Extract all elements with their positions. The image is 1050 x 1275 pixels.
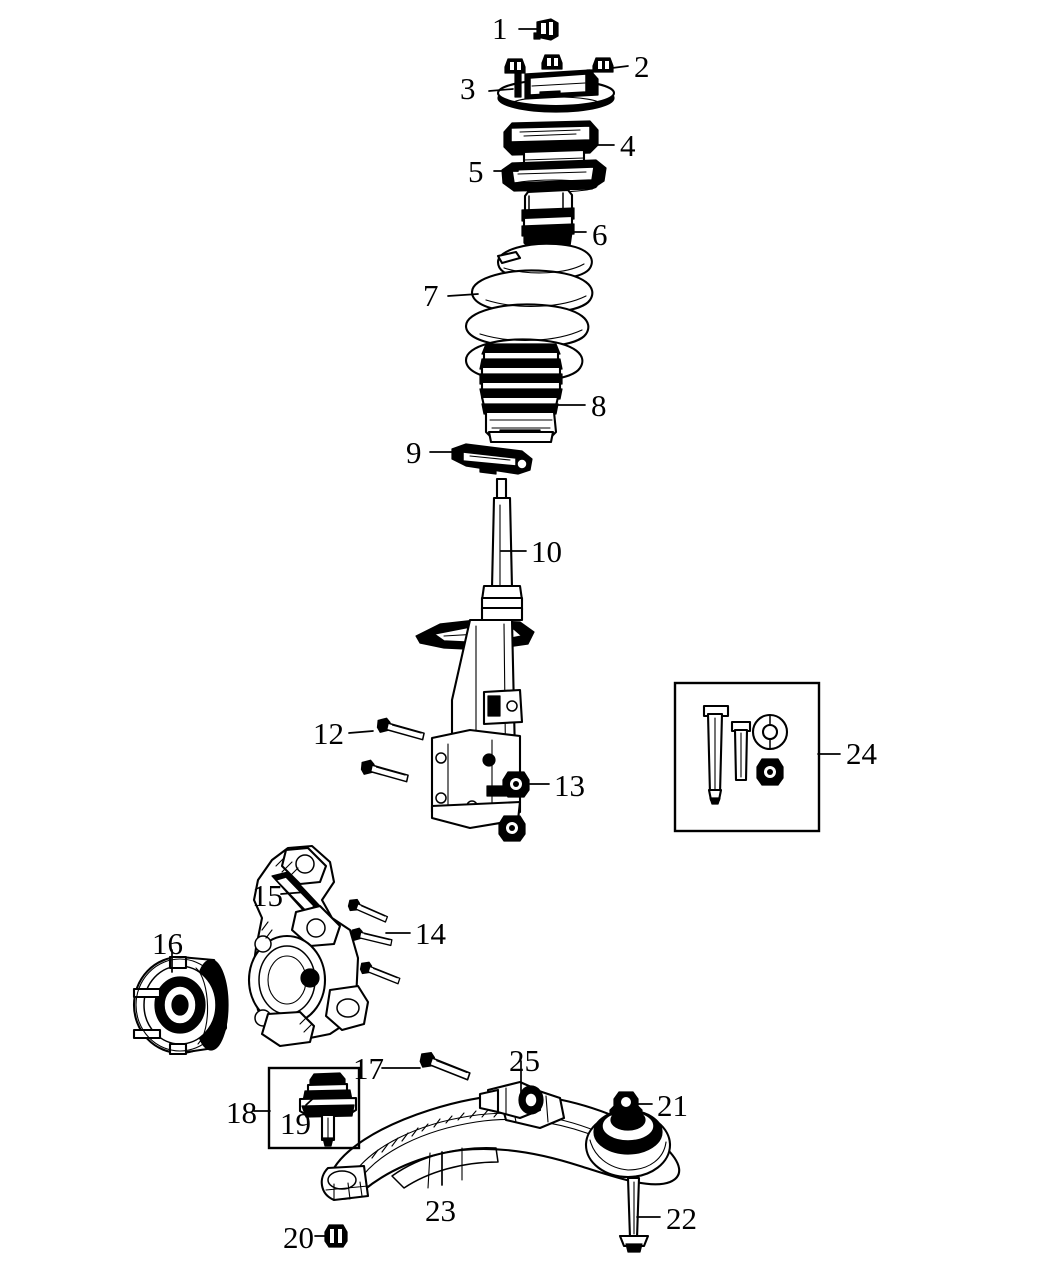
callout-4: 4 <box>620 128 636 163</box>
leader-line-7 <box>447 293 479 297</box>
hardware-kit-box-outline <box>673 681 821 833</box>
part-strut-knuckle-nuts <box>498 771 530 842</box>
callout-10: 10 <box>531 534 562 569</box>
callout-23: 23 <box>425 1193 456 1228</box>
part-coil-spring <box>464 242 594 383</box>
callout-1: 1 <box>492 11 508 46</box>
part-dust-shield-bellows <box>479 343 563 444</box>
part-ball-joint-nut <box>324 1224 348 1248</box>
callout-8: 8 <box>591 388 607 423</box>
part-strut-bracket <box>451 443 533 475</box>
part-upper-spring-isolator <box>501 159 607 193</box>
part-bushing-nut <box>609 1091 643 1116</box>
callout-13: 13 <box>554 768 585 803</box>
part-strut-mount <box>496 69 616 113</box>
callout-22: 22 <box>666 1201 697 1236</box>
callout-18: 18 <box>226 1095 257 1130</box>
callout-5: 5 <box>468 154 484 189</box>
part-strut-assembly <box>415 477 535 830</box>
callout-3: 3 <box>460 71 476 106</box>
part-strut-mount-nuts <box>504 54 614 74</box>
callout-17: 17 <box>353 1051 384 1086</box>
part-steering-knuckle <box>247 844 370 1048</box>
callout-2: 2 <box>634 49 650 84</box>
part-front-bushing <box>478 1080 544 1120</box>
callout-15: 15 <box>252 878 283 913</box>
callout-12: 12 <box>313 716 344 751</box>
part-hub-bearing <box>132 955 229 1056</box>
callout-21: 21 <box>657 1088 688 1123</box>
part-ball-joint <box>298 1072 358 1147</box>
callout-19: 19 <box>280 1106 311 1141</box>
ball-joint-kit-box-outline <box>267 1066 361 1150</box>
callout-14: 14 <box>415 916 446 951</box>
callout-6: 6 <box>592 217 608 252</box>
leader-line-2 <box>611 65 629 69</box>
part-bushing-bolt <box>618 1176 650 1253</box>
leader-line-12 <box>348 730 374 734</box>
callout-7: 7 <box>423 278 439 313</box>
callout-24: 24 <box>846 736 877 771</box>
callout-16: 16 <box>152 926 183 961</box>
part-strut-rod-nut <box>533 18 559 41</box>
part-hardware-kit <box>702 704 789 805</box>
leader-line-15 <box>280 891 307 895</box>
callout-9: 9 <box>406 435 422 470</box>
leader-line-3 <box>488 88 514 92</box>
leader-line-19 <box>305 1091 321 1106</box>
callout-25: 25 <box>509 1043 540 1078</box>
callout-20: 20 <box>283 1220 314 1255</box>
